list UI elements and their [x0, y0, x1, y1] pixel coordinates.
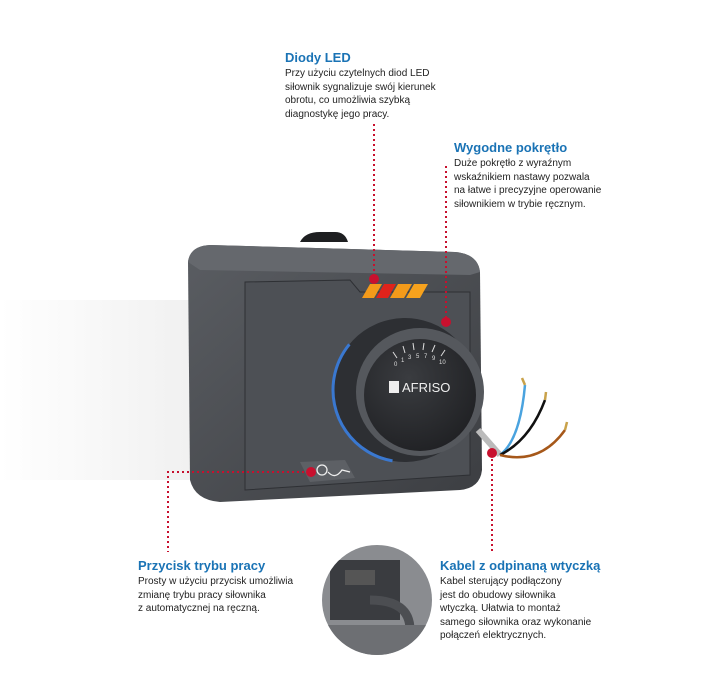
desc-line: obrotu, co umożliwia szybką: [285, 95, 411, 106]
dial-knob[interactable]: 0 1 3 5 7 9 10 AFRISO: [322, 307, 489, 474]
desc-line: Kabel sterujący podłączony: [440, 576, 562, 587]
desc-line: wskaźnikiem nastawy pozwala: [454, 171, 590, 183]
desc-line: połączeń elektrycznych.: [440, 630, 547, 641]
callout-title-cable: Kabel z odpinaną wtyczką: [440, 558, 601, 573]
desc-line: siłownik sygnalizuje swój kierunek: [285, 81, 436, 93]
callout-desc-knob: Duże pokrętło z wyraźnym wskaźnikiem nas…: [454, 157, 601, 211]
marker-knob: [441, 317, 451, 327]
callout-title-mode-button: Przycisk trybu pracy: [138, 558, 266, 573]
callout-desc-mode-button: Prosty w użyciu przycisk umożliwia zmian…: [138, 575, 293, 616]
brand-label: AFRISO: [402, 380, 450, 395]
desc-line: diagnostykę jego pracy.: [285, 108, 390, 120]
dial-scale-label: 1: [401, 358, 405, 364]
desc-line: siłownikiem w trybie ręcznym.: [454, 198, 586, 210]
desc-line: zmianę trybu pracy siłownika: [138, 589, 266, 601]
led-indicator: [362, 284, 428, 298]
marker-mode-button: [306, 467, 316, 477]
dial-scale-label: 9: [432, 356, 436, 362]
desc-line: samego siłownika oraz wykonanie: [440, 616, 592, 628]
actuator-body: 0 1 3 5 7 9 10 AFRISO: [188, 232, 489, 502]
desc-line: jest do obudowy siłownika: [440, 589, 556, 601]
hand-icon: [327, 469, 351, 477]
dial-scale-label: 7: [424, 354, 428, 360]
desc-line: wtyczką. Ułatwia to montaż: [440, 603, 561, 614]
desc-line: Przy użyciu czytelnych diod LED: [285, 68, 430, 79]
cable: [475, 377, 569, 459]
marker-cable: [487, 448, 497, 458]
desc-line: Duże pokrętło z wyraźnym: [454, 158, 572, 169]
afriso-logo-icon: [389, 381, 399, 393]
marker-dots: [306, 274, 497, 477]
desc-line: z automatycznej na ręczną.: [138, 603, 260, 614]
gear-icon: [316, 464, 328, 476]
desc-line: Prosty w użyciu przycisk umożliwia: [138, 576, 294, 587]
callout-desc-leds: Przy użyciu czytelnych diod LED siłownik…: [285, 67, 436, 121]
dial-scale-label: 0: [394, 362, 398, 368]
shadow: [0, 300, 200, 480]
dial-ticks: [392, 342, 446, 359]
callout-desc-cable: Kabel sterujący podłączony jest do obudo…: [440, 575, 591, 643]
dial-scale-label: 10: [439, 360, 446, 366]
connector-inset-photo: [322, 545, 432, 655]
callout-title-knob: Wygodne pokrętło: [454, 140, 568, 155]
dial-scale-label: 5: [416, 354, 420, 360]
desc-line: na łatwe i precyzyjne operowanie: [454, 185, 602, 196]
dial-scale: 0 1 3 5 7 9 10: [394, 354, 446, 368]
dial-scale-label: 3: [408, 355, 412, 361]
marker-led: [369, 274, 379, 284]
callout-title-leds: Diody LED: [285, 50, 351, 65]
leader-lines: [167, 124, 493, 552]
